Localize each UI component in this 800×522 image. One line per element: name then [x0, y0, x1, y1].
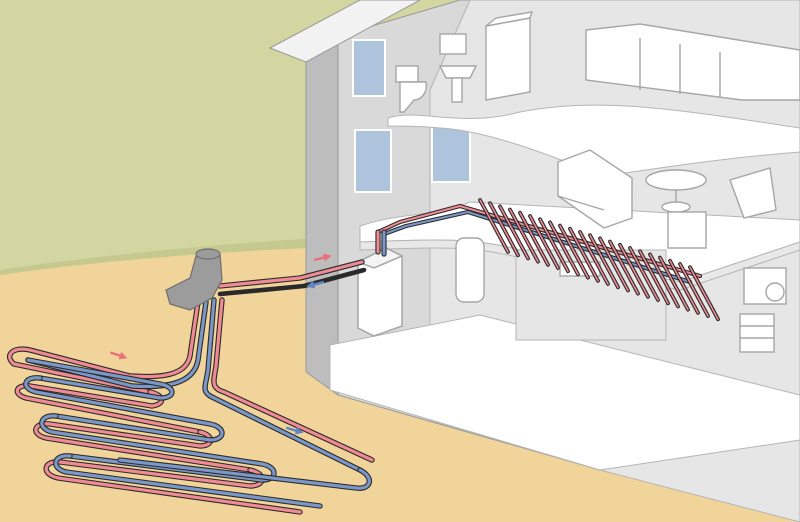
- ground-loop-cold-branch-return: [118, 458, 371, 490]
- washing-machine-icon: [743, 267, 787, 305]
- floor-loop-15: [629, 247, 659, 301]
- floor-loop-8: [559, 224, 589, 279]
- flow-arrow-warm-house: [313, 253, 332, 262]
- floor-loop-0: [479, 199, 509, 253]
- floor-supply-warm: [377, 205, 701, 277]
- window-middle-left: [354, 129, 392, 193]
- upper-floor: [387, 104, 800, 177]
- floor-loop-16: [639, 250, 669, 304]
- kitchen-cabinets: [585, 23, 800, 101]
- fixtures: [395, 11, 800, 353]
- floor-loop-6: [539, 218, 569, 272]
- ground-loop-warm-row-1: [34, 422, 252, 472]
- laundry-basket: [739, 313, 775, 353]
- floor-loop-12: [599, 237, 629, 292]
- floor-loop-14: [619, 244, 649, 298]
- floor-loop-10: [579, 231, 609, 285]
- floor-loop-9: [569, 228, 599, 282]
- flow-arrow-cold-house: [306, 280, 325, 289]
- floor-loop-4: [519, 212, 549, 266]
- ground-loop-pipes: [7, 297, 375, 515]
- shower-icon: [485, 11, 534, 101]
- floor-loop-19: [669, 260, 699, 314]
- house: [268, 0, 800, 522]
- manifold-icon: [165, 248, 223, 311]
- connection-pipes: [217, 229, 387, 297]
- armchair-icon: [729, 167, 777, 219]
- heat-pump-icon: [356, 247, 404, 337]
- floor-loop-13: [609, 240, 639, 295]
- floor-loop-1: [489, 202, 519, 256]
- window-upper-left: [352, 39, 386, 97]
- ground-loop-cold-return-a: [26, 300, 208, 389]
- ground-loop-cold-branch: [203, 298, 362, 472]
- table-icon: [645, 169, 707, 213]
- underfloor-heating-loops: [375, 198, 720, 322]
- floor-loop-3: [509, 208, 539, 263]
- sink-icon: [438, 33, 478, 103]
- storage-tank-icon: [455, 237, 485, 303]
- flow-arrow-cold-ground: [285, 426, 304, 435]
- ground-loop-cold-row-3: [54, 454, 322, 508]
- ground-loop-warm-branch: [212, 298, 374, 462]
- floor-loop-7: [549, 221, 579, 276]
- floor-loop-2: [499, 205, 529, 260]
- floor-loop-18: [659, 256, 689, 311]
- ground-loop-cold-row-1: [24, 376, 224, 442]
- connection-pipe-warm: [218, 260, 364, 288]
- flow-arrow-warm-ground: [110, 351, 128, 360]
- connection-pipe-dark: [218, 268, 366, 296]
- floor-loop-5: [529, 215, 559, 269]
- house-roof: [268, 0, 421, 63]
- floor-loop-17: [649, 253, 679, 308]
- ground-loop-cold-row-0: [26, 358, 174, 400]
- side-cabinet: [667, 211, 707, 249]
- toilet-icon: [395, 65, 428, 113]
- house-side-wall: [305, 35, 339, 396]
- sofa-icon: [557, 149, 633, 229]
- ground-floor: [329, 314, 800, 471]
- floor-loop-20: [679, 263, 709, 317]
- flow-arrows: [110, 253, 332, 435]
- floor-loop-21: [689, 266, 719, 320]
- floor-loop-11: [589, 234, 619, 288]
- window-middle-right: [431, 125, 471, 183]
